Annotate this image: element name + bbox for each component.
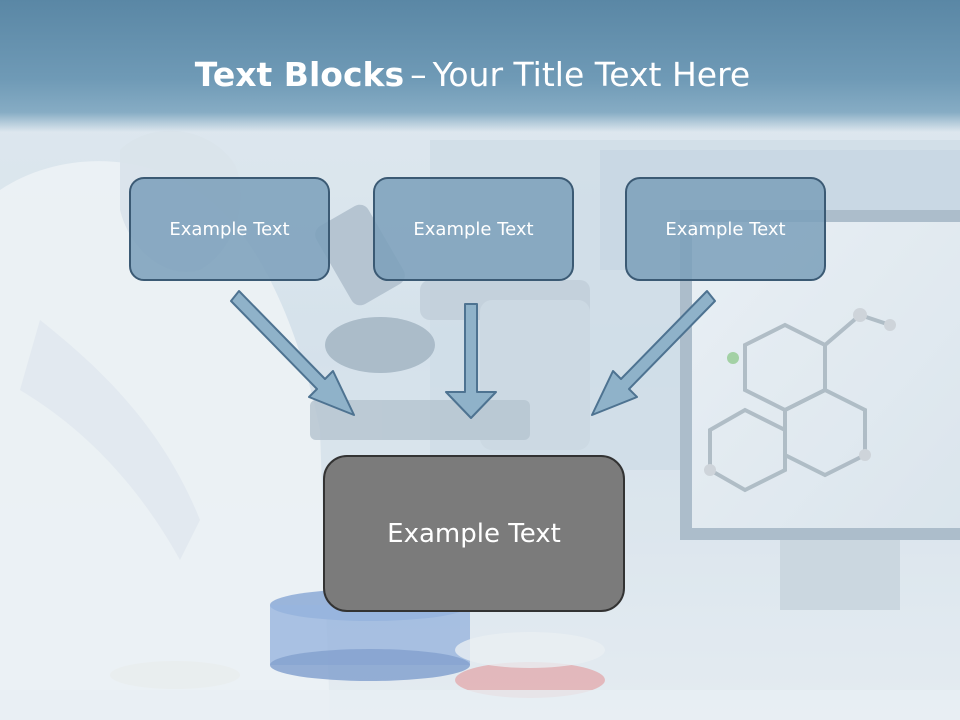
text-block-2-label: Example Text: [413, 218, 534, 240]
main-text-block[interactable]: Example Text: [323, 455, 625, 612]
text-block-3-label: Example Text: [665, 218, 786, 240]
microscope-icon: [310, 204, 590, 450]
petri-dish-icon: [110, 589, 605, 698]
text-block-1[interactable]: Example Text: [129, 177, 330, 281]
slide-title: Text Blocks–Your Title Text Here: [0, 52, 945, 98]
title-band: [0, 0, 960, 132]
main-text-block-label: Example Text: [387, 518, 561, 549]
title-separator: –: [410, 55, 427, 94]
text-block-1-label: Example Text: [169, 218, 290, 240]
text-block-2[interactable]: Example Text: [373, 177, 574, 281]
title-bold-text: Text Blocks: [194, 55, 405, 94]
text-block-3[interactable]: Example Text: [625, 177, 826, 281]
title-rest-text: Your Title Text Here: [432, 55, 751, 94]
